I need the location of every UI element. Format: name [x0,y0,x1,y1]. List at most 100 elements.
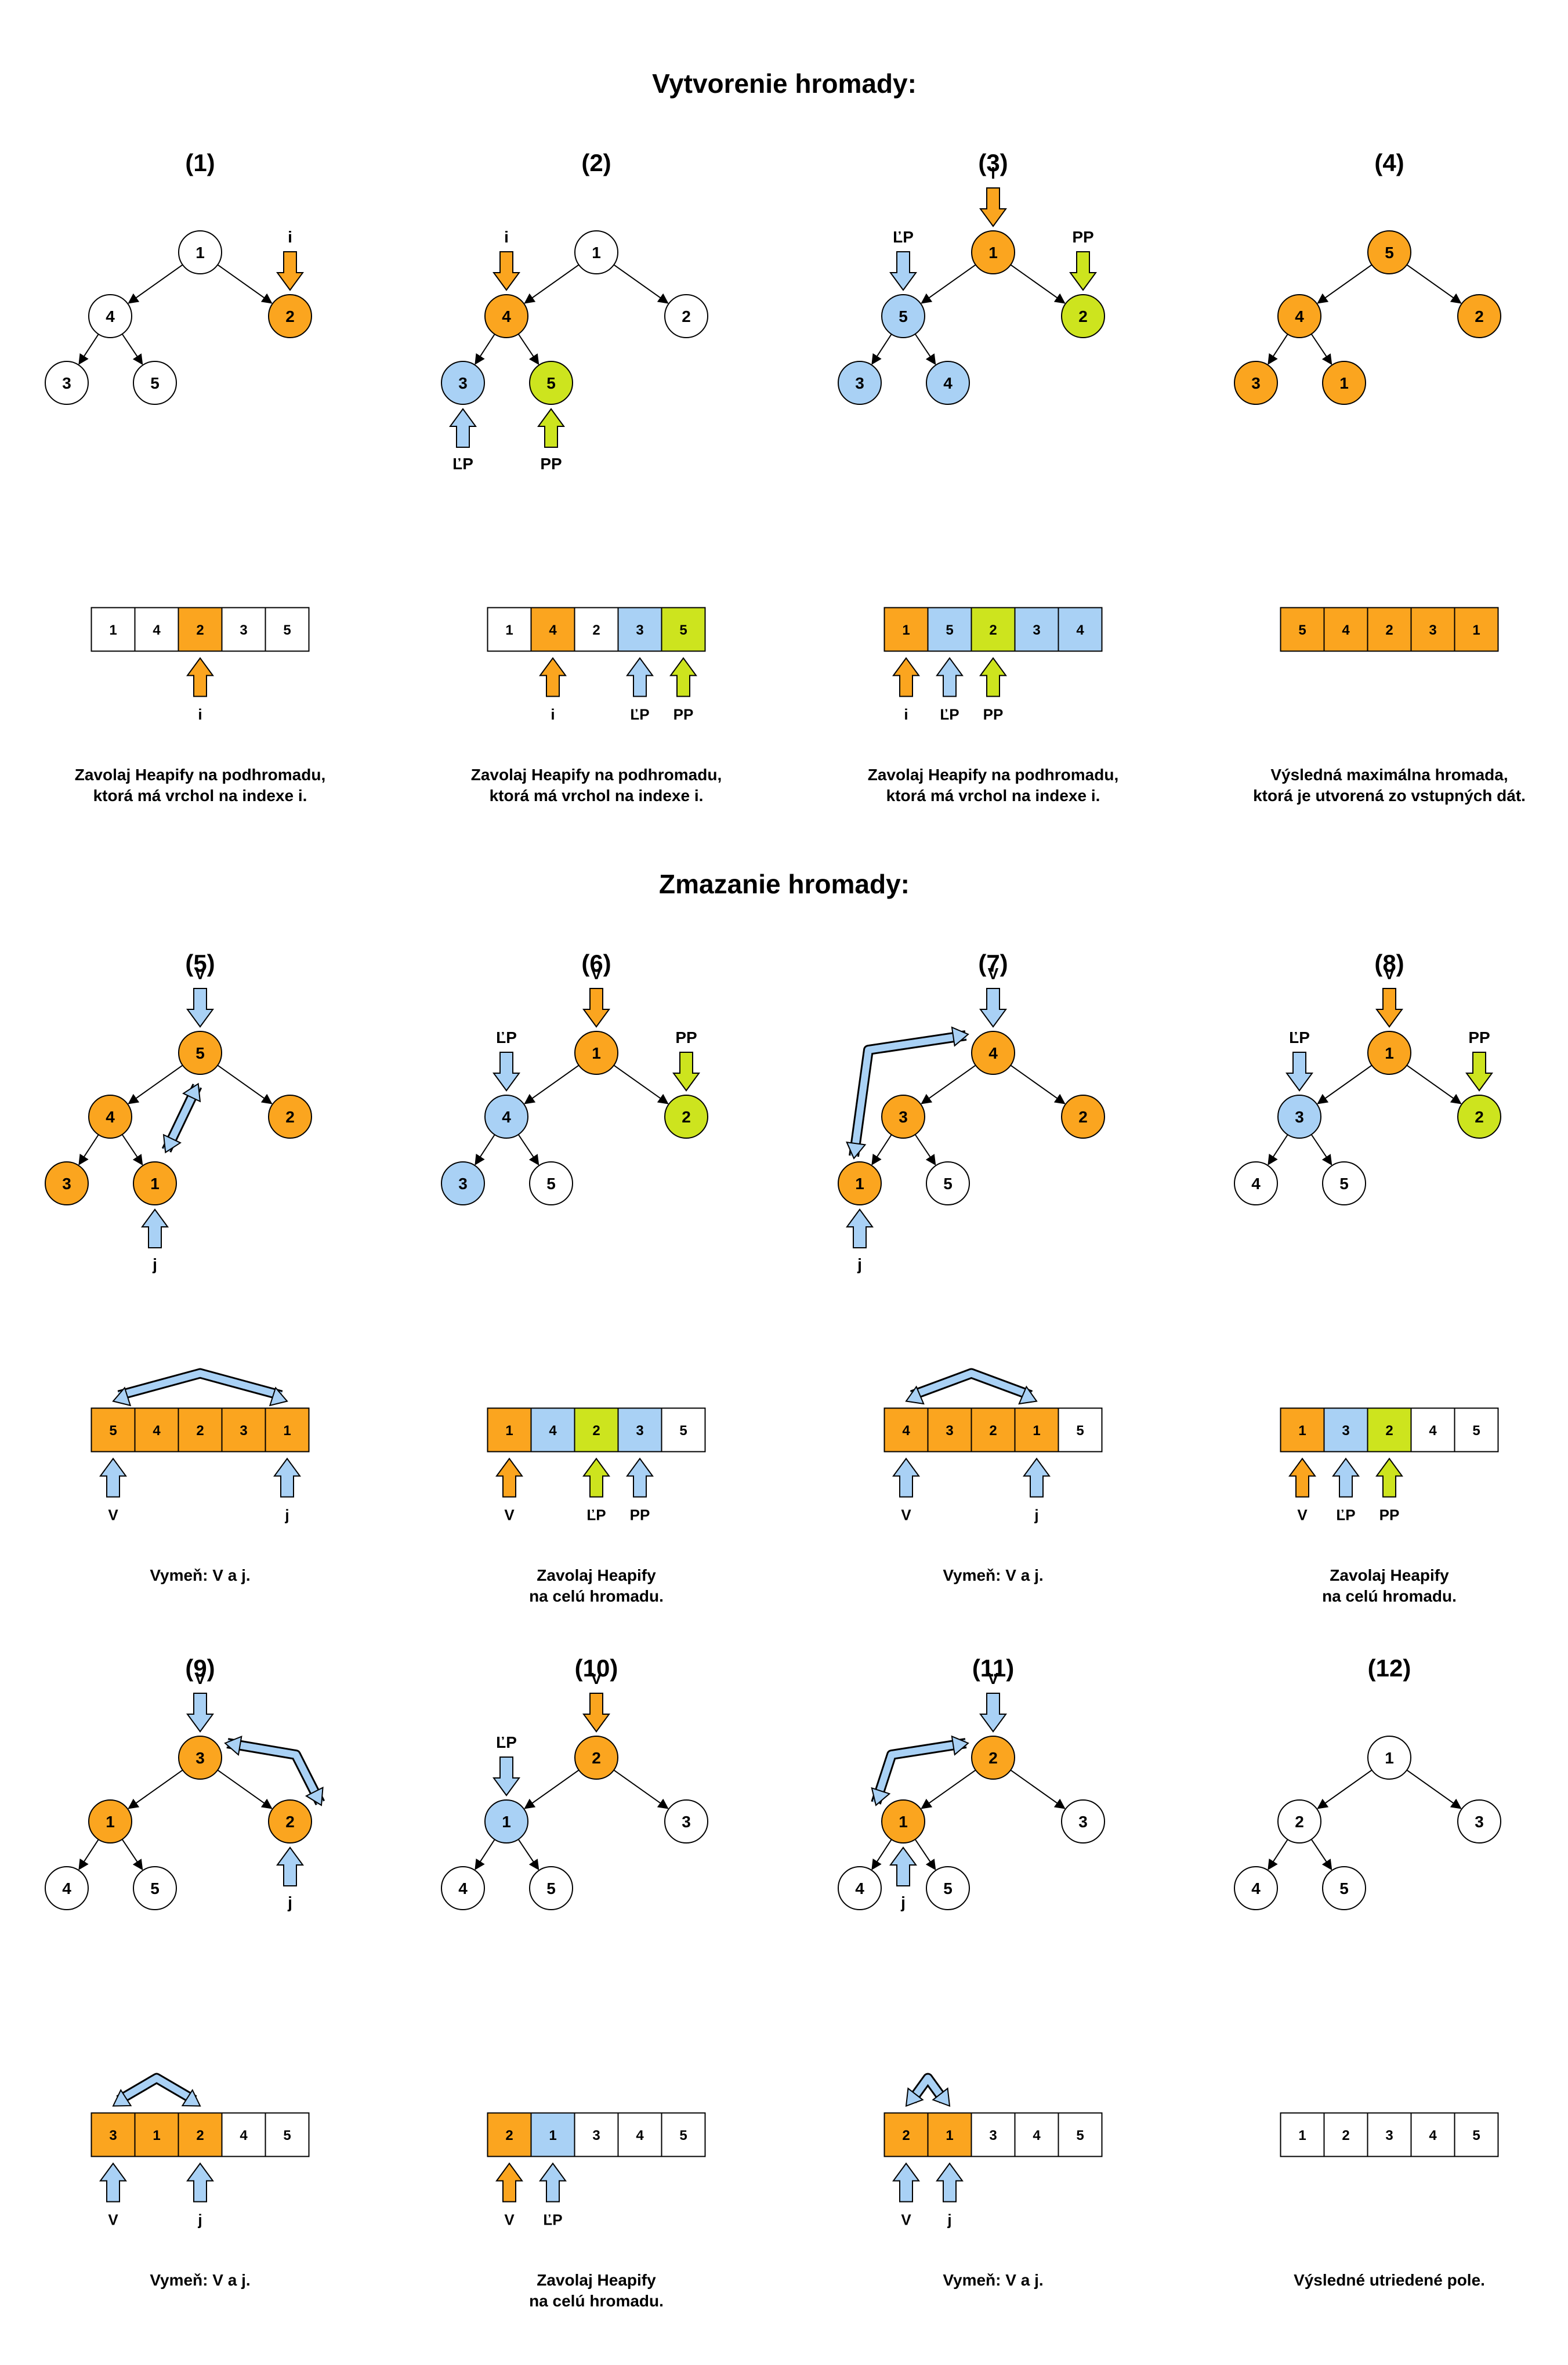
tree-pointer-label: ĽP [452,455,473,473]
array-cell [221,607,266,652]
array-cell [178,607,223,652]
tree-node [1277,1095,1321,1139]
step-caption: ktorá má vrchol na indexe i. [93,787,307,805]
array-cell-value: 4 [1076,622,1084,638]
tree-edge [1317,264,1373,304]
array-pointer: V [99,1457,127,1524]
array-cell-value: 2 [902,2128,910,2143]
tree-node-value: 1 [1339,374,1349,392]
tree-edge [1310,1134,1332,1166]
array-cell [1323,2112,1368,2157]
step-caption: Vymeň: V a j. [943,2271,1043,2289]
tree-node-value: 5 [546,374,556,392]
tree-node-value: 3 [62,1175,71,1193]
tree-pointer-label: V [988,965,999,983]
tree-edge [128,1064,183,1104]
array-cell-value: 4 [902,1423,910,1439]
array-cell-value: 5 [1076,1423,1084,1439]
tree-node-value: 4 [1295,307,1304,325]
array-pointer: PP [626,1457,654,1524]
tree-pointer: i [979,164,1007,227]
array-cell [1323,607,1368,652]
tree-node-value: 4 [1251,1879,1261,1897]
array-cell [574,1407,619,1453]
array-pointer-label: PP [983,706,1004,723]
array-cell [265,2112,310,2157]
tree-node-value: 2 [988,1749,998,1767]
tree-node [441,1866,485,1910]
array-cell [971,2112,1016,2157]
array-swap-arrow [905,2073,951,2107]
array-cell-value: 1 [1298,2128,1306,2143]
tree-node [1322,361,1366,405]
array-pointer-label: i [198,706,202,723]
tree-node-value: 5 [943,1879,953,1897]
tree-pointer-label: V [591,1669,602,1687]
tree-edge [1268,334,1288,365]
tree-node [1061,294,1105,338]
tree-edge [78,334,99,365]
array-cell-value: 5 [946,622,953,638]
tree-pointer-label: V [591,965,602,983]
tree-node-value: 5 [1339,1175,1349,1193]
tree-pointer-label: i [991,164,995,182]
tree-pointer: i [276,228,304,291]
array-pointer-label: PP [1379,1506,1400,1524]
array-cell [1058,2112,1103,2157]
tree-node [926,1161,970,1205]
step-label: (10) [575,1654,618,1682]
step-caption: Zavolaj Heapify [537,1566,656,1584]
tree-edge [128,264,183,304]
tree-edge [1010,264,1066,304]
array-cell-value: 3 [989,2128,997,2143]
tree-node [881,1799,925,1844]
tree-node [88,1799,132,1844]
step-caption: Vymeň: V a j. [943,1566,1043,1584]
tree-pointer: ĽP [889,228,917,291]
tree-node-value: 1 [195,244,205,262]
tree-node-value: 1 [592,244,601,262]
section-title-delete: Zmazanie hromady: [659,869,910,899]
array-cell [617,2112,662,2157]
tree-node [45,361,89,405]
array-cell [1367,1407,1412,1453]
tree-pointer: j [846,1208,874,1273]
array-swap-arrow [905,1368,1038,1405]
array-cell [1058,1407,1103,1453]
array-cell [178,2112,223,2157]
tree-node [1277,294,1321,338]
tree-edge [475,334,495,365]
array-cell [927,1407,972,1453]
tree-edge [217,1769,273,1809]
tree-edge [121,334,143,365]
tree-node [1367,230,1411,274]
tree-pointer: V [186,965,214,1028]
tree-edge [1317,1769,1373,1809]
array-cell [927,607,972,652]
array-cell-value: 2 [196,1423,204,1439]
tree-node-value: 4 [62,1879,71,1897]
tree-node [1457,1095,1501,1139]
array-swap-arrow [112,1368,288,1407]
step-label: (6) [581,950,611,977]
array-cell-value: 5 [283,622,291,638]
array-pointer-label: ĽP [543,2211,562,2229]
array-cell [574,2112,619,2157]
tree-pointer-label: i [504,228,509,246]
tree-node [838,1161,882,1205]
tree-node-value: 2 [682,1108,691,1126]
tree-node-value: 5 [899,307,908,325]
tree-node-value: 1 [592,1044,601,1062]
tree-pointer: PP [1465,1028,1493,1092]
step-caption: Vymeň: V a j. [150,2271,250,2289]
tree-edge [517,1839,539,1871]
array-pointer-label: j [947,2211,951,2229]
